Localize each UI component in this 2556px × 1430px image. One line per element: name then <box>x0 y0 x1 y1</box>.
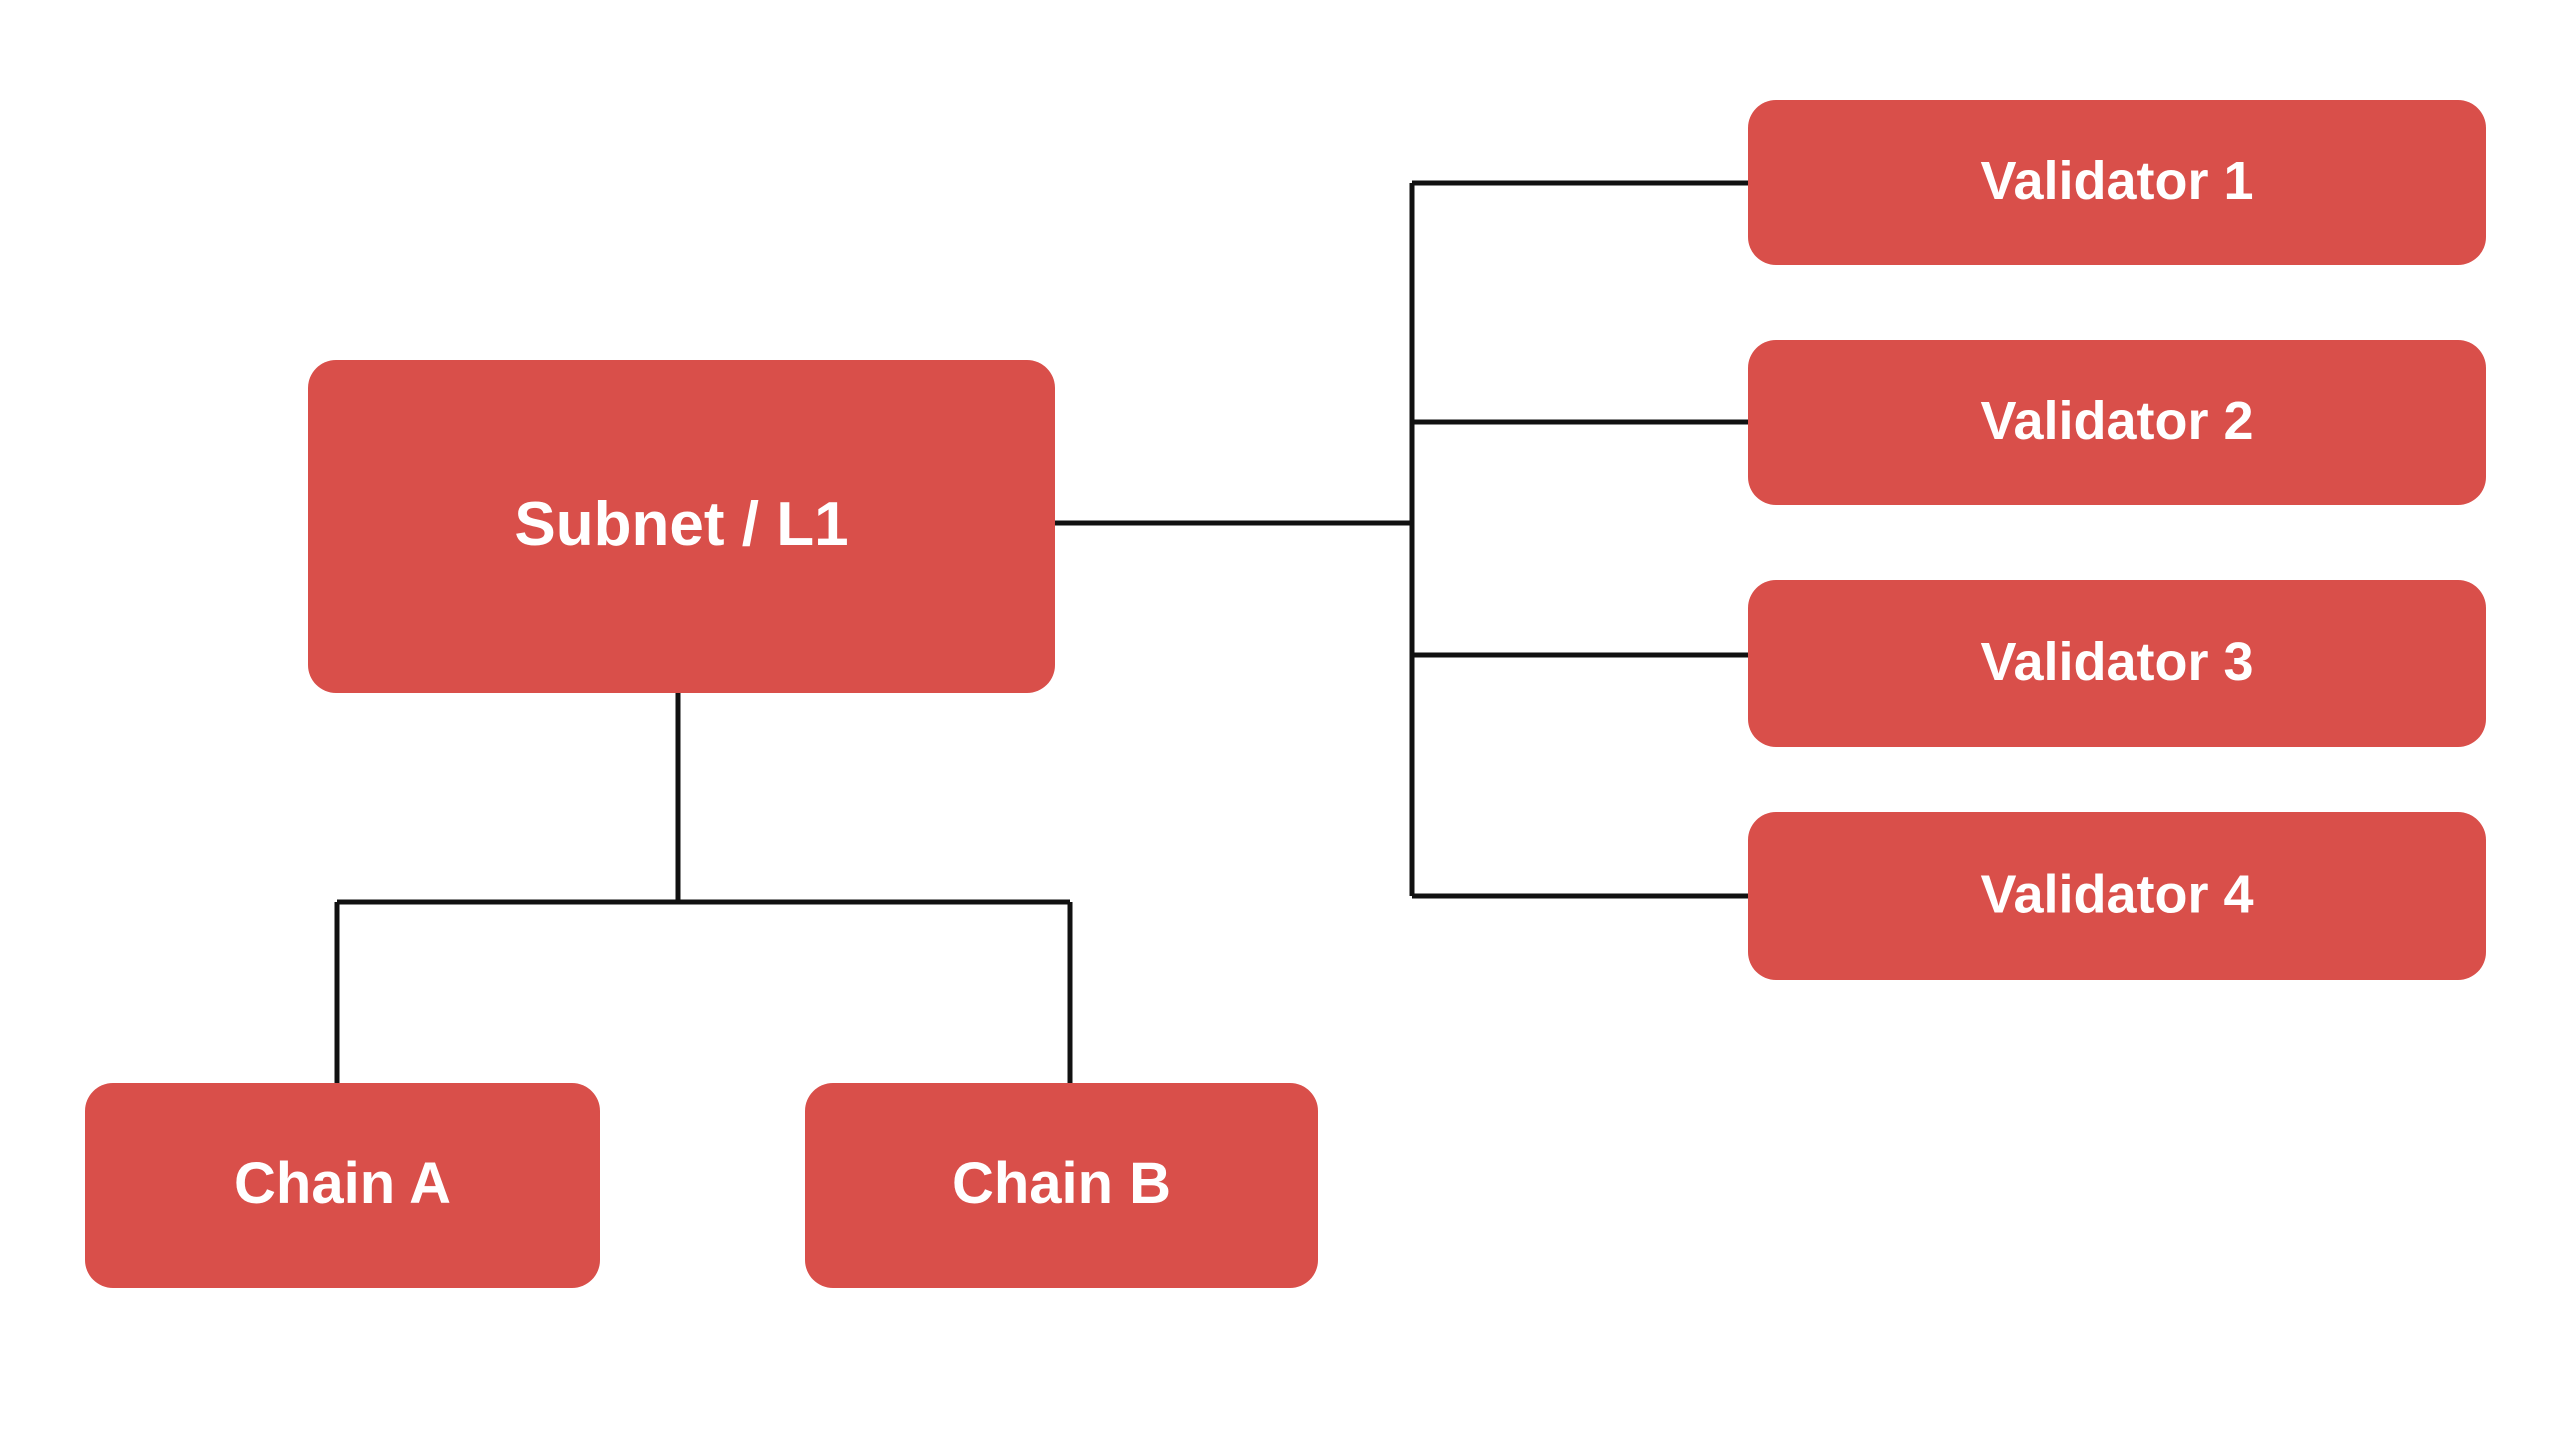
validator-1-label: Validator 1 <box>1980 151 2253 211</box>
chain-connector-group <box>334 693 1073 1083</box>
subnet-l1-box[interactable] <box>308 360 1055 693</box>
validator-2-label: Validator 2 <box>1980 391 2253 451</box>
chain-b-box[interactable] <box>805 1083 1318 1288</box>
node-validator-2[interactable]: Validator 2 <box>1748 340 2486 505</box>
chain-b-label: Chain B <box>952 1151 1171 1216</box>
node-validator-3[interactable]: Validator 3 <box>1748 580 2486 747</box>
subnet-l1-label: Subnet / L1 <box>514 490 848 559</box>
validator-connector-group <box>1055 180 1748 899</box>
node-validator-1[interactable]: Validator 1 <box>1748 100 2486 265</box>
validator-3-label: Validator 3 <box>1980 632 2253 692</box>
node-chain-b[interactable]: Chain B <box>805 1083 1318 1288</box>
validator-1-box[interactable] <box>1748 100 2486 265</box>
chain-a-label: Chain A <box>234 1151 451 1216</box>
node-chain-a[interactable]: Chain A <box>85 1083 600 1288</box>
validator-4-box[interactable] <box>1748 812 2486 980</box>
node-subnet-l1[interactable]: Subnet / L1 <box>308 360 1055 693</box>
node-validator-4[interactable]: Validator 4 <box>1748 812 2486 980</box>
chain-a-box[interactable] <box>85 1083 600 1288</box>
validator-3-box[interactable] <box>1748 580 2486 747</box>
validator-4-label: Validator 4 <box>1980 864 2253 924</box>
validator-2-box[interactable] <box>1748 340 2486 505</box>
